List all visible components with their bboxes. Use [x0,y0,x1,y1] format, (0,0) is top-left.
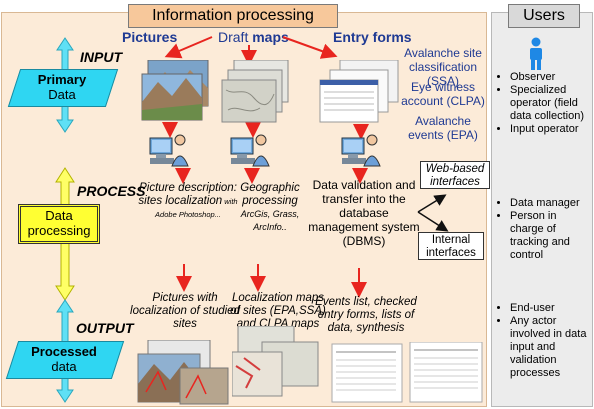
form-type-clpa: Eye witness account (CLPA) [401,80,485,108]
mountain-pictures-image [141,60,209,121]
primary-line2: Data [48,87,76,102]
col-maps-prefix: Draft [218,29,253,45]
output-pictures-text: Pictures with localization of studied si… [130,292,240,330]
stage-input: INPUT [80,49,122,65]
form-type-epa: Avalanche events (EPA) [408,114,478,142]
input-users-list: Observer Specialized operator (field dat… [496,71,592,136]
user-role: Data manager [510,197,592,210]
entry-forms-image [319,60,399,123]
arrow-to-forms [282,36,338,59]
users-title: Users [508,4,580,28]
stage-process: PROCESS [77,183,146,199]
user-role: End-user [510,302,592,315]
output-forms-image [331,342,483,403]
web-based-interfaces-box: Web-based interfaces [420,161,490,189]
output-forms-text: Events list, checked entry forms, lists … [315,296,417,334]
primary-line1: Primary [37,72,87,87]
process-pictures-small: with Adobe Photoshop... [155,197,238,219]
user-icon [530,37,542,70]
internal-interface-connector [417,211,449,232]
output-users-list: End-user Any actor involved in data inpu… [496,302,592,380]
user-role: Observer [510,71,592,84]
process-forms-text: Data validation and transfer into the da… [308,178,420,248]
process-maps-text: Geographic processing ArcGis, Grass, Arc… [236,182,304,234]
arrow-to-pictures [164,36,213,59]
data-processing-box [18,204,100,244]
output-maps-text: Localization maps of sites (EPA,SSA) and… [230,292,326,330]
col-pictures: Pictures [122,29,178,45]
operator-computer-icon [341,134,381,167]
processed-line2: data [51,359,77,374]
process-users-list: Data manager Person in charge of trackin… [496,197,592,262]
flow-arrows [162,36,449,298]
form-type-ssa: Avalanche site classification (SSA) [404,46,482,88]
user-role: Person in charge of tracking and control [510,210,592,262]
web-interface-connector [417,194,447,213]
processed-line1: Processed [31,344,97,359]
user-role: Specialized operator (field data collect… [510,84,592,123]
processing-line1: Data [45,208,73,223]
col-maps: Draft maps [218,29,289,45]
internal-interfaces-box: Internal interfaces [418,232,484,260]
process-maps-small: ArcGis, Grass, ArcInfo.. [240,209,300,232]
process-pictures-main: Picture description: sites localization [138,182,237,207]
stage-output: OUTPUT [76,320,134,336]
primary-data-label: Primary Data [14,72,110,102]
output-pictures-image [137,340,229,405]
user-role: Any actor involved in data input and val… [510,315,592,380]
operator-computer-icon [149,134,189,167]
user-role: Input operator [510,123,592,136]
users-panel [491,12,593,407]
processing-line2: processing [27,223,91,238]
page-title: Information processing [128,4,338,28]
col-maps-bold: maps [252,29,289,45]
output-maps-image [232,326,319,397]
process-pictures-text: Picture description: sites localization … [138,182,238,221]
processed-data-label: Processed data [12,344,116,374]
operator-computer-icon [230,134,270,167]
draft-maps-image [221,60,289,123]
data-processing-label: Data processing [18,208,100,238]
process-maps-main: Geographic processing [240,182,300,207]
col-forms: Entry forms [333,29,412,45]
